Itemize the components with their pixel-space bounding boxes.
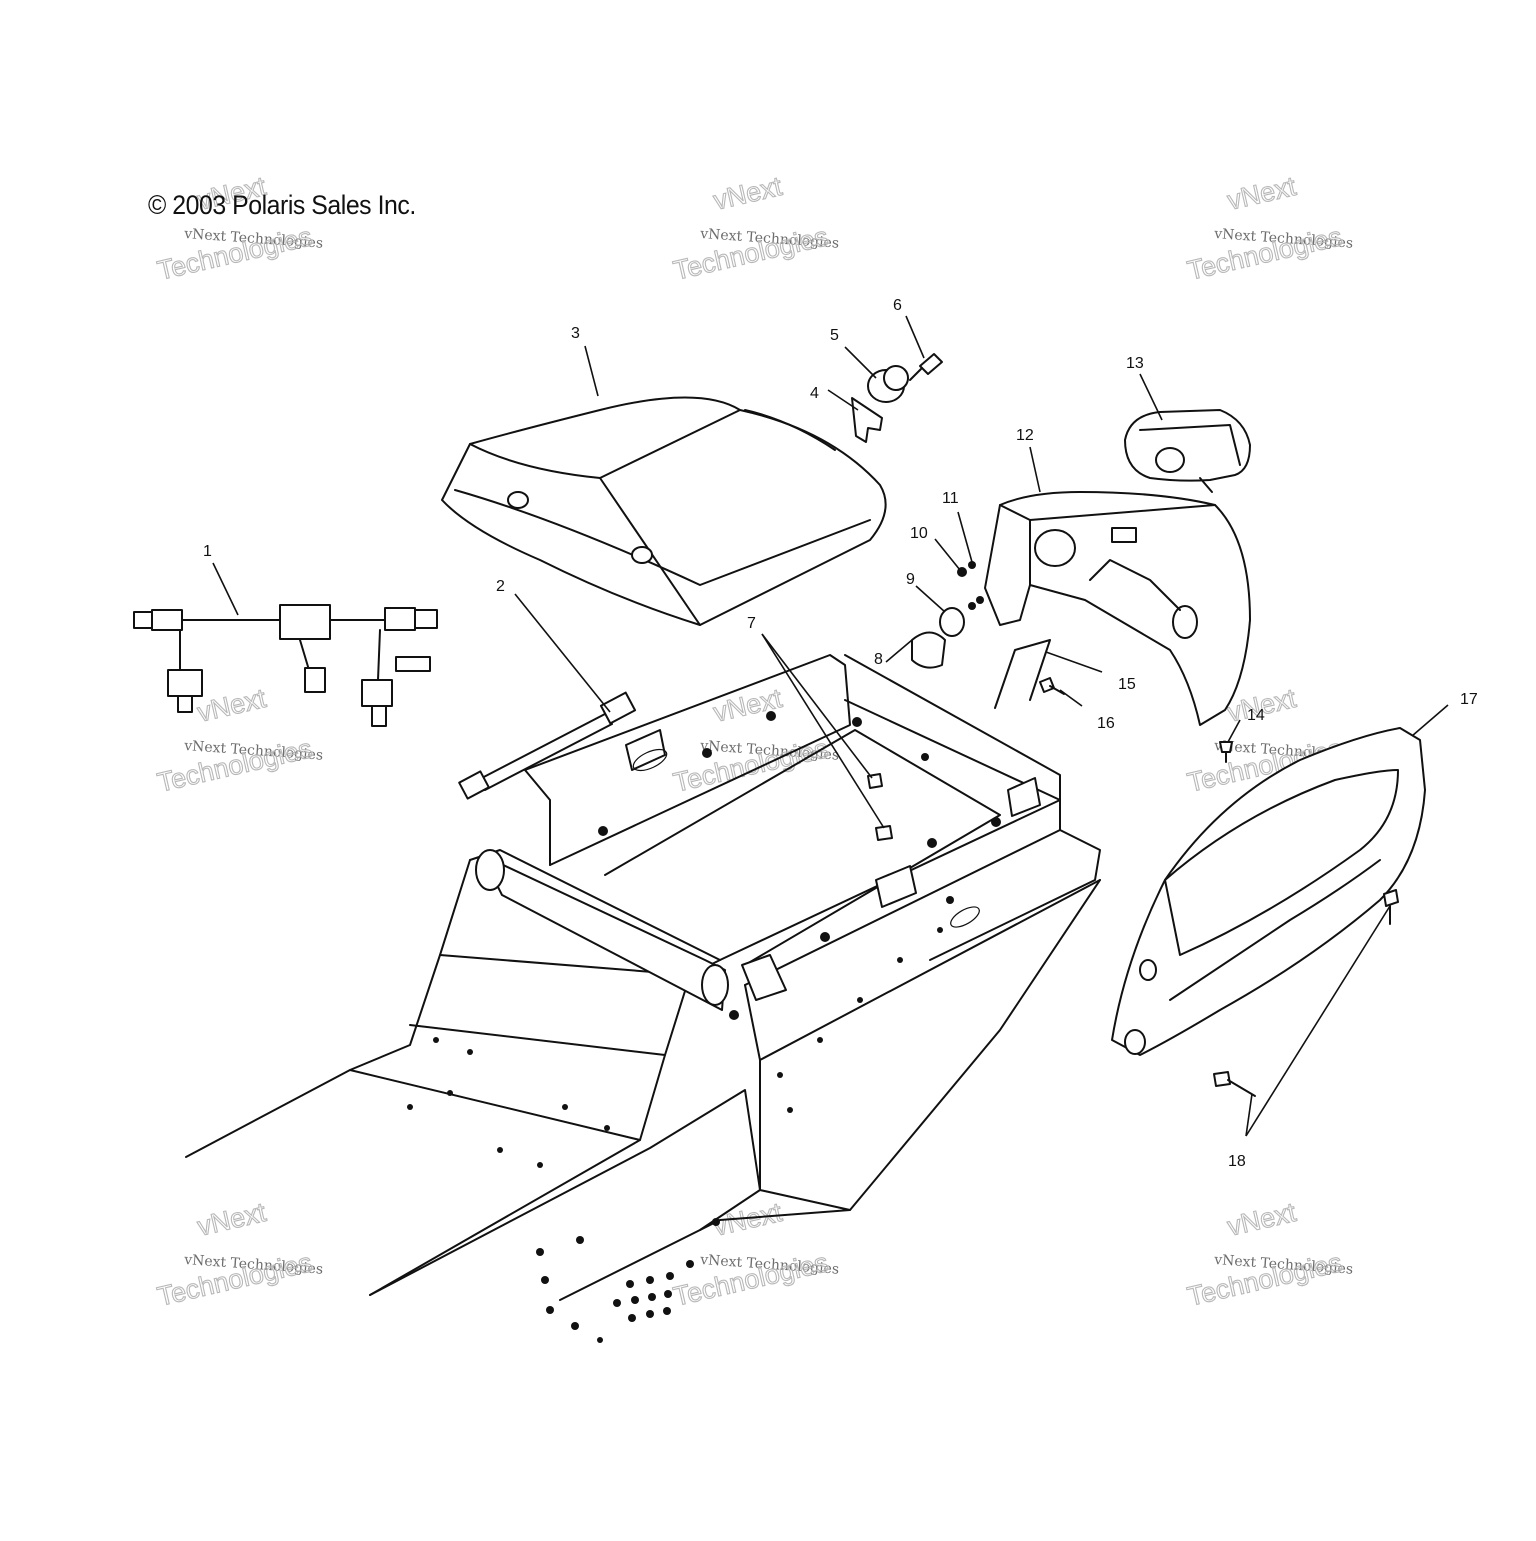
part-wire-lead (458, 691, 637, 800)
callout-15: 15 (1118, 676, 1136, 693)
part-wire-harness (133, 604, 438, 727)
callout-1: 1 (203, 543, 212, 560)
leader-lines (212, 315, 1449, 1137)
watermark-big-1: vNext (711, 683, 785, 728)
tunnel-chassis (185, 654, 1101, 1343)
callout-2: 2 (496, 578, 505, 595)
watermark-big-1: vNext (1225, 171, 1299, 216)
part-lock-bracket (851, 397, 883, 443)
part-bracket-15 (994, 639, 1051, 709)
part-taillight-lens (1124, 409, 1251, 493)
callout-16: 16 (1097, 715, 1115, 732)
watermark-big-1: vNext (1225, 1197, 1299, 1242)
callout-17: 17 (1460, 691, 1478, 708)
callout-7: 7 (747, 615, 756, 632)
watermark-big-1: vNext (195, 1197, 269, 1242)
callout-12: 12 (1016, 427, 1034, 444)
watermark-mid-center: vNext vNext Technologies Technologies (670, 682, 840, 798)
callout-4: 4 (810, 385, 819, 402)
part-push-rivets-18 (1213, 889, 1399, 1097)
part-bulb-socket (911, 631, 946, 669)
part-bulb (939, 607, 965, 637)
watermark-bottom-center: vNext vNext Technologies Technologies (670, 1196, 840, 1312)
watermark-top-left: vNext vNext Technologies Technologies (154, 170, 324, 286)
rivet-holes (407, 711, 1001, 1343)
callout-11: 11 (942, 490, 959, 507)
watermark-top-right: vNext vNext Technologies Technologies (1184, 170, 1354, 286)
part-side-panel (1111, 727, 1426, 1056)
watermark-big-1: vNext (711, 171, 785, 216)
callout-10: 10 (910, 525, 928, 542)
watermark-bottom-right: vNext vNext Technologies Technologies (1184, 1196, 1354, 1312)
part-lock-cylinder (867, 365, 909, 403)
callout-6: 6 (893, 297, 902, 314)
callout-9: 9 (906, 571, 915, 588)
part-key (909, 353, 943, 381)
callout-8: 8 (874, 651, 883, 668)
watermark-top-center: vNext vNext Technologies Technologies (670, 170, 840, 286)
part-seat (441, 396, 887, 626)
copyright-notice: © 2003 Polaris Sales Inc. (148, 190, 416, 220)
part-taillight-housing (984, 491, 1251, 726)
callout-14: 14 (1247, 707, 1265, 724)
callout-5: 5 (830, 327, 839, 344)
part-bolt-16 (1039, 677, 1065, 695)
watermark-big-1: vNext (195, 683, 269, 728)
watermark-bottom-left: vNext vNext Technologies Technologies (154, 1196, 324, 1312)
callout-18: 18 (1228, 1153, 1246, 1170)
callout-3: 3 (571, 325, 580, 342)
callout-13: 13 (1126, 355, 1144, 372)
callout-numbers: 1 2 3 4 5 6 7 8 9 10 11 12 13 14 15 16 1… (203, 297, 1478, 1170)
